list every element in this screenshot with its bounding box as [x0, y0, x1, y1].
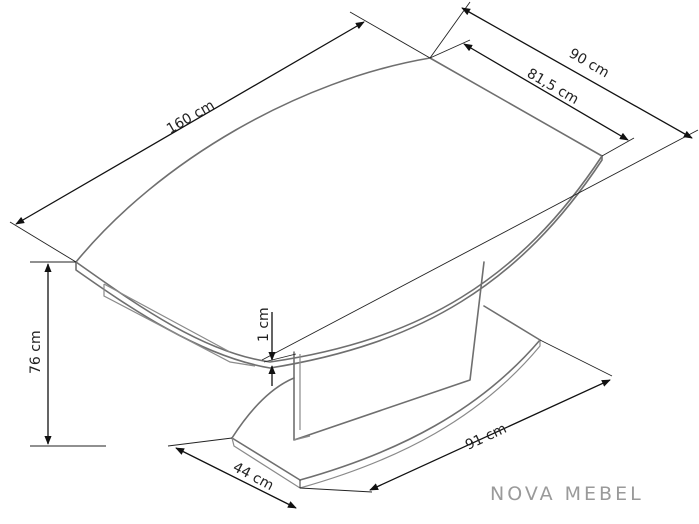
dimension-width: 90 cm [261, 1, 699, 361]
width-label: 90 cm [566, 46, 612, 82]
dimension-thickness: 1 cm [256, 307, 297, 386]
dimension-base-length: 91 cm [299, 339, 613, 493]
base-length-label: 91 cm [463, 421, 509, 454]
tabletop-edge [75, 155, 603, 369]
base-depth-label: 44 cm [230, 459, 276, 494]
height-label: 76 cm [28, 330, 44, 374]
table-outline [75, 57, 603, 489]
extension-slide [103, 283, 256, 367]
dimension-height: 76 cm [28, 261, 106, 447]
inner-width-label: 81,5 cm [524, 66, 581, 108]
dimension-length: 160 cm [9, 11, 431, 263]
pedestal-front [293, 354, 311, 441]
length-label: 160 cm [164, 97, 217, 137]
tabletop-surface [75, 57, 603, 363]
brand-watermark: NOVA MEBEL [490, 483, 644, 505]
dimension-inner-width: 81,5 cm [429, 39, 635, 157]
thickness-label: 1 cm [256, 307, 272, 342]
dimension-base-depth: 44 cm [167, 437, 301, 509]
